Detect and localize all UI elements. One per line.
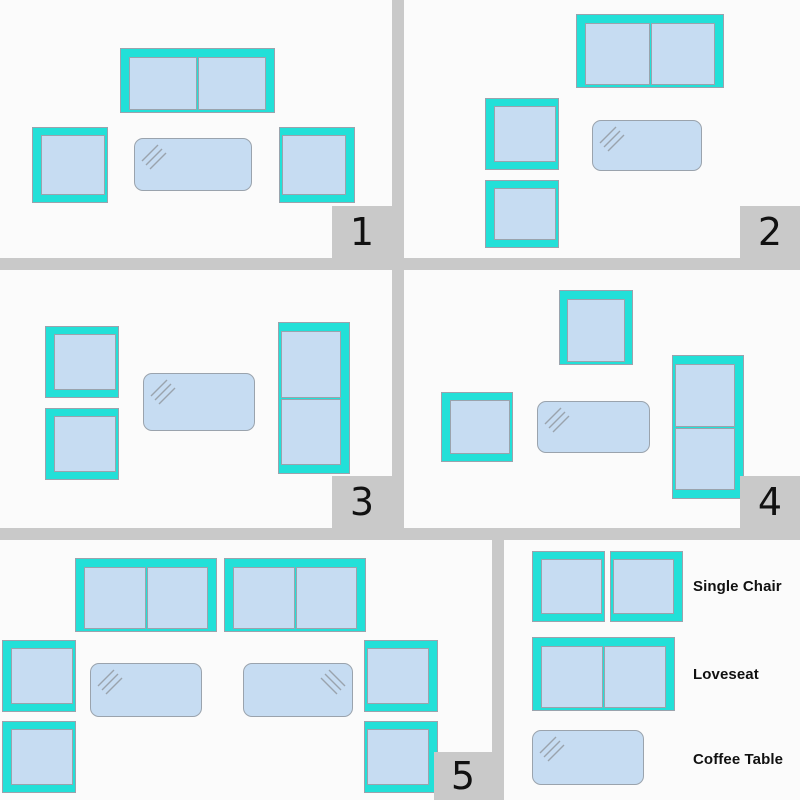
chair-cushion	[494, 188, 556, 240]
chair-cushion	[613, 559, 674, 614]
loveseat-seat	[281, 398, 341, 465]
panel-number-badge: 4	[740, 476, 800, 528]
loveseat-seat	[295, 567, 357, 629]
single-chair[interactable]	[364, 640, 438, 712]
legend-label-loveseat: Loveseat	[693, 666, 759, 683]
coffee-table[interactable]	[143, 373, 255, 431]
legend-coffee-table-icon	[532, 730, 644, 785]
coffee-table[interactable]	[243, 663, 353, 717]
chair-cushion	[11, 729, 73, 785]
single-chair[interactable]	[32, 127, 108, 203]
loveseat-seats	[541, 646, 666, 708]
chair-cushion	[367, 729, 429, 785]
loveseat[interactable]	[672, 355, 744, 499]
panel-5[interactable]: 5	[0, 540, 492, 800]
table-shine-icon	[150, 379, 176, 405]
loveseat[interactable]	[224, 558, 366, 632]
single-chair[interactable]	[559, 290, 633, 365]
chair-cushion	[567, 299, 625, 362]
loveseat-seat	[281, 331, 341, 398]
coffee-table[interactable]	[134, 138, 252, 191]
legend-single-chair-icon	[532, 551, 605, 622]
chair-cushion	[11, 648, 73, 704]
coffee-table[interactable]	[592, 120, 702, 171]
single-chair[interactable]	[485, 180, 559, 248]
loveseat-seat	[146, 567, 208, 629]
loveseat-seats	[129, 57, 266, 110]
loveseat-seat	[604, 646, 666, 708]
table-shine-icon	[320, 669, 346, 695]
coffee-table[interactable]	[90, 663, 202, 717]
loveseat-seat	[585, 23, 650, 85]
panel-2[interactable]: 2	[404, 0, 800, 258]
chair-cushion	[54, 416, 116, 472]
table-shine-icon	[539, 736, 565, 762]
single-chair[interactable]	[364, 721, 438, 793]
loveseat-seat	[84, 567, 146, 629]
legend-panel: Single Chair Loveseat Coffee Table	[504, 540, 800, 800]
panel-number-badge: 3	[332, 476, 392, 528]
loveseat-seats	[233, 567, 357, 629]
panel-4[interactable]: 4	[404, 270, 800, 528]
legend-single-chair-icon	[610, 551, 683, 622]
legend-loveseat-icon	[532, 637, 675, 711]
single-chair[interactable]	[485, 98, 559, 170]
legend-label-coffee-table: Coffee Table	[693, 751, 784, 768]
chair-cushion	[41, 135, 105, 195]
loveseat-seats	[675, 364, 735, 490]
loveseat-seat	[129, 57, 197, 110]
loveseat-seats	[281, 331, 341, 465]
table-shine-icon	[97, 669, 123, 695]
loveseat-seat	[233, 567, 295, 629]
loveseat-seats	[84, 567, 208, 629]
chair-cushion	[54, 334, 116, 390]
panel-3[interactable]: 3	[0, 270, 392, 528]
loveseat-seats	[585, 23, 715, 85]
loveseat-seat	[198, 57, 266, 110]
loveseat[interactable]	[278, 322, 350, 474]
chair-cushion	[367, 648, 429, 704]
legend-label-single-chair: Single Chair	[693, 578, 782, 595]
single-chair[interactable]	[45, 408, 119, 480]
chair-cushion	[494, 106, 556, 162]
coffee-table[interactable]	[537, 401, 650, 453]
loveseat-seat	[650, 23, 715, 85]
table-shine-icon	[599, 126, 625, 152]
single-chair[interactable]	[45, 326, 119, 398]
single-chair[interactable]	[441, 392, 513, 462]
single-chair[interactable]	[2, 721, 76, 793]
panel-number-badge: 5	[434, 752, 492, 800]
single-chair[interactable]	[2, 640, 76, 712]
chair-cushion	[450, 400, 510, 454]
loveseat[interactable]	[576, 14, 724, 88]
loveseat-seat	[675, 364, 735, 427]
chair-cushion	[282, 135, 346, 195]
loveseat[interactable]	[120, 48, 275, 113]
chair-cushion	[541, 559, 602, 614]
table-shine-icon	[544, 407, 570, 433]
loveseat-seat	[541, 646, 603, 708]
panel-number-badge: 1	[332, 206, 392, 258]
loveseat[interactable]	[75, 558, 217, 632]
panel-number-badge: 2	[740, 206, 800, 258]
table-shine-icon	[141, 144, 167, 170]
loveseat-seat	[675, 427, 735, 490]
panel-1[interactable]: 1	[0, 0, 392, 258]
single-chair[interactable]	[279, 127, 355, 203]
